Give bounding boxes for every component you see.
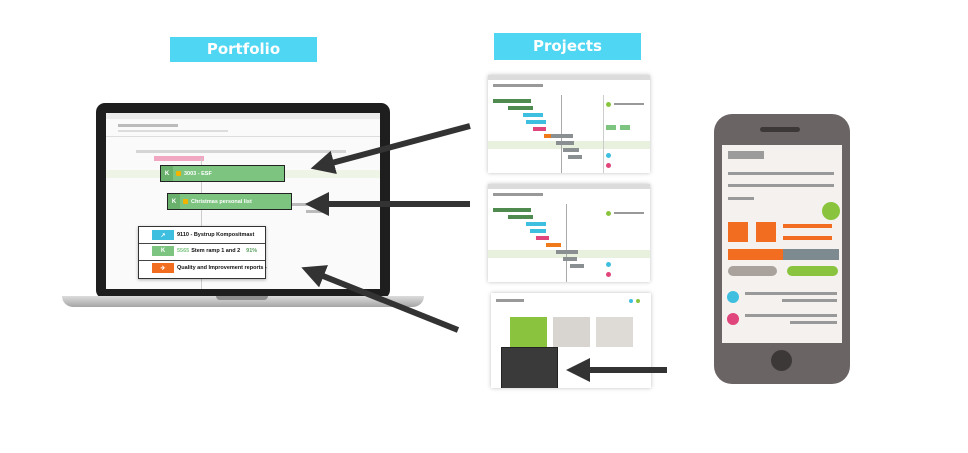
list-item[interactable]: ✈ Quality and Improvement reports - [152,263,267,273]
list-item[interactable]: ↗ 9110 - Bystrup Kompositmast [152,230,254,240]
project-tag-icon: ↗ [152,230,174,240]
portfolio-label: Portfolio [170,37,317,62]
project-tag-icon: ✈ [152,263,174,273]
chip-label: Christmas personal list [191,198,252,205]
list-item[interactable]: K 5565 Stem ramp 1 and 2 91% [152,246,257,256]
row-prefix: 5565 [177,248,190,254]
logo-icon: K [161,166,173,181]
star-icon [176,171,181,176]
row-label: Stem ramp 1 and 2 [191,248,241,254]
row-progress: 91% [246,248,258,254]
projects-label: Projects [494,33,641,60]
arrow-icon [301,265,460,333]
portfolio-chip-christmas[interactable]: K Christmas personal list [167,193,292,210]
arrow-icon [310,123,471,175]
chip-label: 3003 - ESF [184,170,212,177]
row-label: Quality and Improvement reports - [177,265,267,271]
portfolio-chip-esf[interactable]: K 3003 - ESF [160,165,285,182]
project-photo [501,347,558,388]
row-label: 9110 - Bystrup Kompositmast [177,232,255,238]
logo-icon: K [168,194,180,209]
project-gantt-thumbnail-2 [488,184,650,282]
star-icon [183,199,188,204]
logo-icon: K [152,246,174,256]
project-gantt-thumbnail-1 [488,75,650,173]
